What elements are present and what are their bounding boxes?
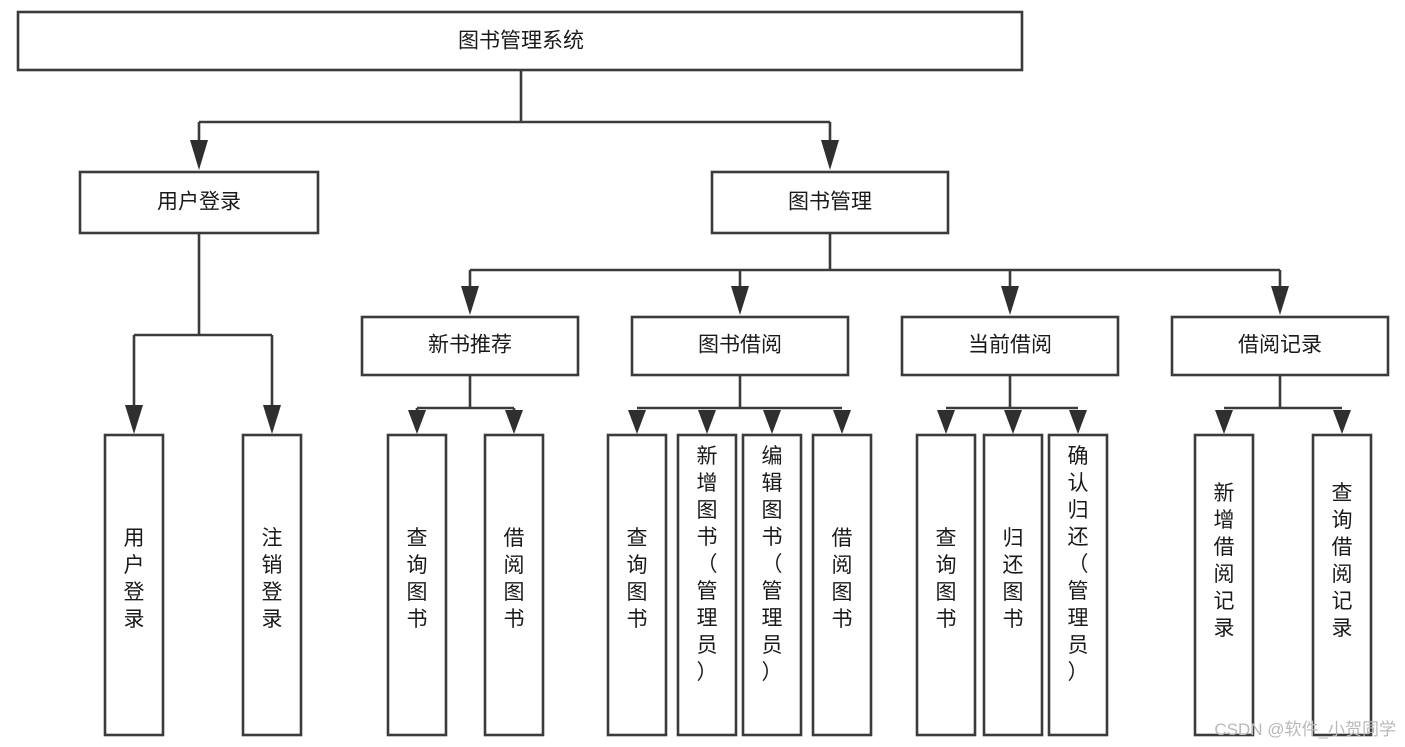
arrow-to-leaf-add-borrow-record (1215, 410, 1233, 434)
node-root-box[interactable] (16, 10, 1024, 72)
node-new-book-recommend[interactable]: 新书推荐 (360, 315, 580, 377)
node-leaf-user-login-label: 用户登录 (124, 527, 145, 631)
node-leaf-borrow-book-2-box[interactable] (811, 433, 873, 737)
node-leaf-borrow-book-2[interactable]: 借阅图书 (811, 433, 873, 737)
node-leaf-confirm-return-admin-box[interactable] (1047, 433, 1109, 737)
node-borrow-record[interactable]: 借阅记录 (1170, 315, 1390, 377)
csdn-watermark: CSDN @软件_小贺同学 (1214, 720, 1396, 739)
node-leaf-borrow-book-1[interactable]: 借阅图书 (483, 433, 545, 737)
node-new-book-recommend-label: 新书推荐 (428, 334, 512, 357)
node-leaf-logout-login-box[interactable] (241, 433, 303, 737)
arrow-to-new-book-recommend (461, 286, 479, 315)
node-leaf-query-book-2[interactable]: 查询图书 (606, 433, 668, 737)
node-book-borrow-label: 图书借阅 (698, 334, 782, 357)
node-user-login-box[interactable] (78, 170, 320, 235)
node-leaf-query-book-3-label: 查询图书 (936, 527, 957, 631)
arrow-root-to-book-management (821, 140, 839, 170)
arrow-to-leaf-user-login (125, 405, 143, 434)
node-leaf-user-login-box[interactable] (103, 433, 165, 737)
node-book-management-box[interactable] (710, 170, 950, 235)
node-leaf-query-borrow-record[interactable]: 查询借阅记录 (1311, 433, 1373, 737)
node-leaf-query-borrow-record-label: 查询借阅记录 (1332, 482, 1353, 640)
node-leaf-confirm-return-admin[interactable]: 确认归还（管理员） (1047, 433, 1109, 737)
node-leaf-add-book-admin-label: 新增图书（管理员） (697, 445, 718, 684)
node-leaf-edit-book-admin-box[interactable] (741, 433, 803, 737)
arrow-to-leaf-query-book-1 (408, 410, 426, 434)
node-current-borrow[interactable]: 当前借阅 (900, 315, 1120, 377)
node-book-management[interactable]: 图书管理 (710, 170, 950, 235)
node-user-login-label: 用户登录 (157, 191, 241, 214)
arrow-to-leaf-edit-book-admin (763, 410, 781, 434)
node-leaf-confirm-return-admin-label: 确认归还（管理员） (1068, 445, 1089, 684)
node-leaf-add-borrow-record-label: 新增借阅记录 (1214, 482, 1235, 640)
leaf-nodes-layer: 用户登录 注销登录 查询图书 借阅图书 查询图书 新增图书（管理员） (103, 433, 1373, 737)
node-leaf-user-login[interactable]: 用户登录 (103, 433, 165, 737)
node-leaf-logout-login[interactable]: 注销登录 (241, 433, 303, 737)
node-leaf-query-book-3-box[interactable] (915, 433, 977, 737)
arrow-to-current-borrow (1001, 286, 1019, 315)
arrow-to-borrow-record (1271, 286, 1289, 315)
node-leaf-query-borrow-record-box[interactable] (1311, 433, 1373, 737)
connector-layer (125, 70, 1351, 434)
node-leaf-borrow-book-1-box[interactable] (483, 433, 545, 737)
node-root[interactable]: 图书管理系统 (16, 10, 1024, 72)
node-current-borrow-box[interactable] (900, 315, 1120, 377)
arrow-to-leaf-return-book (1004, 410, 1022, 434)
node-book-borrow[interactable]: 图书借阅 (630, 315, 850, 377)
node-leaf-return-book-box[interactable] (982, 433, 1044, 737)
arrow-to-leaf-query-book-2 (628, 410, 646, 434)
node-leaf-add-book-admin-box[interactable] (676, 433, 738, 737)
node-book-borrow-box[interactable] (630, 315, 850, 377)
node-leaf-logout-login-label: 注销登录 (262, 527, 283, 631)
node-leaf-add-book-admin[interactable]: 新增图书（管理员） (676, 433, 738, 737)
node-leaf-edit-book-admin[interactable]: 编辑图书（管理员） (741, 433, 803, 737)
arrow-to-leaf-borrow-book-1 (505, 410, 523, 434)
node-book-management-label: 图书管理 (788, 191, 872, 214)
node-leaf-add-borrow-record[interactable]: 新增借阅记录 (1193, 433, 1255, 737)
arrow-to-leaf-logout-login (263, 405, 281, 434)
arrow-to-leaf-query-book-3 (937, 410, 955, 434)
arrow-root-to-user-login (190, 140, 208, 170)
node-leaf-return-book-label: 归还图书 (1003, 527, 1024, 631)
node-leaf-query-book-3[interactable]: 查询图书 (915, 433, 977, 737)
node-new-book-recommend-box[interactable] (360, 315, 580, 377)
node-leaf-borrow-book-2-label: 借阅图书 (832, 527, 853, 631)
node-leaf-query-book-1[interactable]: 查询图书 (386, 433, 448, 737)
arrow-to-leaf-borrow-book-2 (833, 410, 851, 434)
node-leaf-query-book-2-box[interactable] (606, 433, 668, 737)
node-leaf-query-book-1-label: 查询图书 (407, 527, 428, 631)
node-leaf-query-book-2-label: 查询图书 (627, 527, 648, 631)
arrow-to-leaf-add-book-admin (698, 410, 716, 434)
node-leaf-return-book[interactable]: 归还图书 (982, 433, 1044, 737)
node-current-borrow-label: 当前借阅 (968, 334, 1052, 357)
node-leaf-add-borrow-record-box[interactable] (1193, 433, 1255, 737)
node-borrow-record-box[interactable] (1170, 315, 1390, 377)
node-borrow-record-label: 借阅记录 (1238, 334, 1322, 357)
arrow-to-leaf-query-borrow-record (1333, 410, 1351, 434)
arrow-to-book-borrow (731, 286, 749, 315)
node-root-label: 图书管理系统 (458, 30, 584, 53)
node-leaf-query-book-1-box[interactable] (386, 433, 448, 737)
node-leaf-edit-book-admin-label: 编辑图书（管理员） (762, 445, 783, 684)
node-leaf-borrow-book-1-label: 借阅图书 (504, 527, 525, 631)
node-user-login[interactable]: 用户登录 (78, 170, 320, 235)
arrow-to-leaf-confirm-return-admin (1069, 410, 1087, 434)
